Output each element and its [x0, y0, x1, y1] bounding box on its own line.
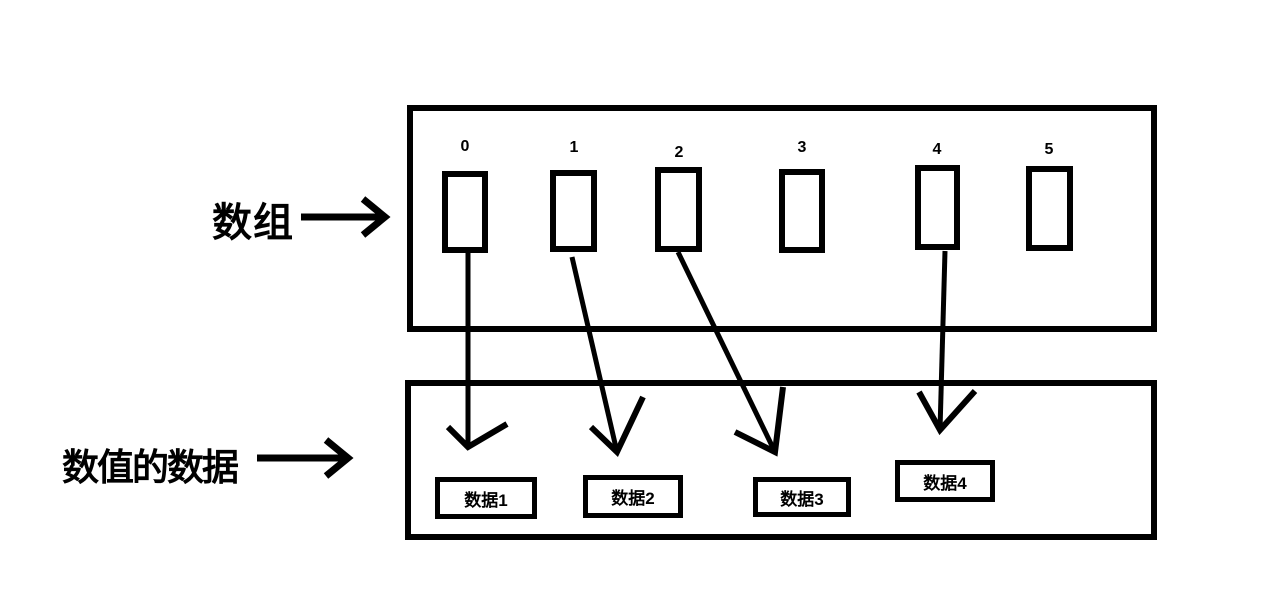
array-label: 数组	[212, 201, 294, 245]
data-box-2: 数据2	[583, 475, 683, 518]
data-box-4: 数据4	[895, 460, 995, 502]
data-box-label: 数据1	[464, 490, 508, 510]
data-box-label: 数据3	[780, 489, 824, 509]
data-box-3: 数据3	[753, 477, 851, 517]
data-box-label: 数据4	[923, 473, 967, 493]
array-cell-0	[442, 171, 488, 253]
array-cell-2	[655, 167, 702, 252]
data-box-label: 数据2	[611, 489, 655, 508]
array-container	[407, 105, 1157, 332]
array-label-arrow	[301, 196, 391, 238]
data-label-arrow	[257, 437, 354, 479]
array-index-label: 1	[569, 139, 579, 156]
array-index-label: 2	[674, 144, 684, 161]
array-cell-1	[550, 170, 597, 252]
data-values-label: 数值的数据	[62, 447, 239, 488]
array-cell-3	[779, 169, 825, 253]
array-index-label: 4	[932, 141, 942, 158]
data-box-1: 数据1	[435, 477, 537, 519]
array-cell-4	[915, 165, 960, 250]
array-cell-5	[1026, 166, 1073, 251]
data-container	[405, 380, 1157, 540]
array-index-label: 5	[1044, 141, 1054, 158]
array-index-label: 0	[460, 138, 470, 155]
array-index-label: 3	[797, 139, 807, 156]
